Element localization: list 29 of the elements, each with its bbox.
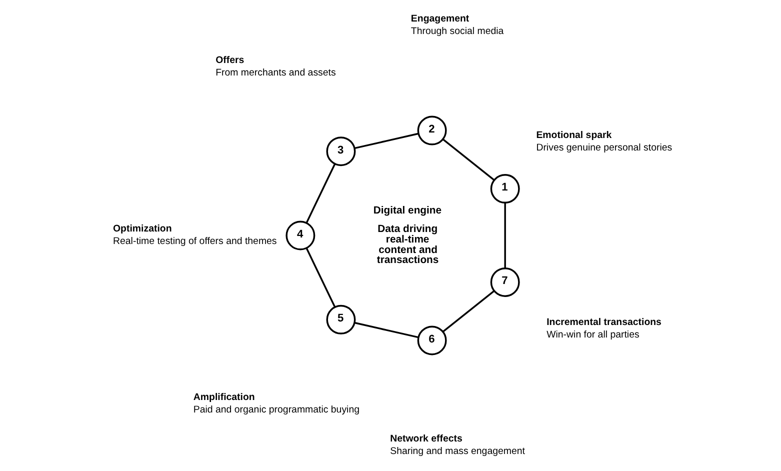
node-circle: 7: [490, 267, 520, 297]
connector: [354, 322, 419, 338]
node-label: Emotional spark: [536, 130, 612, 142]
connector: [442, 138, 495, 181]
node-text: Digital engine Data driving real-time content and transactions: [373, 205, 442, 266]
node-label: Amplification: [193, 392, 255, 403]
node-circle: 4: [286, 220, 316, 250]
node-circle: 1: [490, 174, 520, 204]
node-label: From merchants and assets: [216, 68, 336, 79]
node-label: Through social media: [410, 26, 504, 38]
connector: [504, 202, 506, 268]
node-label: Engagement: [410, 14, 470, 25]
connector: [306, 248, 336, 308]
node-circle: 2: [417, 116, 447, 146]
node-label: Sharing and mass engagement: [390, 446, 525, 457]
node-label: Incremental transactions: [546, 316, 662, 328]
node-circle: 3: [326, 136, 356, 166]
node-label: Real-time testing of offers and themes: [113, 236, 277, 247]
node-circle: 6: [417, 326, 447, 356]
node-label: Drives genuine personal stories: [536, 142, 672, 154]
node-label: Optimization: [113, 223, 172, 234]
connector: [354, 132, 419, 150]
connector: [442, 290, 495, 332]
node-label: Win-win for all parties: [546, 329, 640, 340]
node-label: Network effects: [390, 433, 462, 444]
connector: [306, 164, 336, 224]
node-circle: 5: [326, 304, 356, 334]
node-label: Paid and organic programmatic buying: [193, 404, 360, 416]
node-label: Offers: [216, 55, 244, 66]
